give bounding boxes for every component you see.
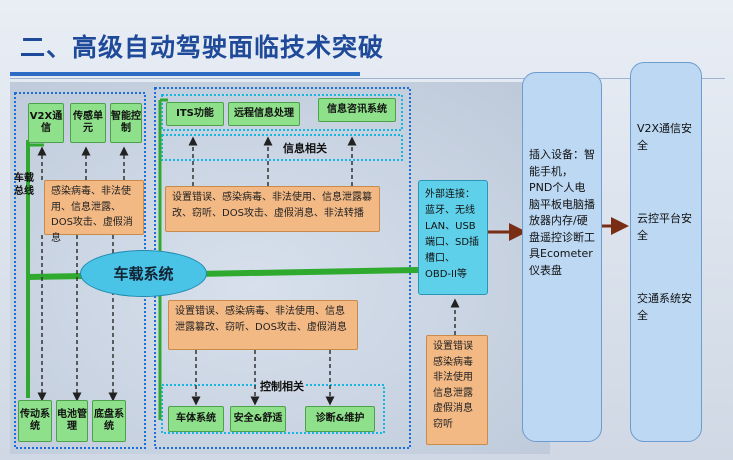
cloud-control-security-item: 云控平台安全 (637, 212, 692, 242)
safety-comfort-box: 安全&舒适 (230, 406, 286, 432)
sensor-unit-box: 传感单元 (70, 103, 106, 143)
threats-middle-box: 设置错误、感染病毒、非法使用、信息泄露篡改、窃听、DOS攻击、虚假消息 (168, 300, 358, 350)
body-system-box: 车体系统 (168, 406, 224, 432)
chassis-box: 底盘系统 (92, 400, 126, 442)
bus-label: 车载总线 (14, 173, 34, 197)
control-related-label: 控制相关 (258, 378, 306, 394)
traffic-system-security-item: 交通系统安全 (637, 292, 692, 322)
threats-external-box: 设置错误感染病毒非法使用信息泄露虚假消息窃听 (426, 335, 488, 445)
v2x-comm-box: V2X通信 (28, 103, 64, 143)
info-related-label: 信息相关 (283, 142, 327, 155)
title-underline (10, 72, 360, 76)
title-separator (10, 78, 725, 79)
threats-left-box: 感染病毒、非法使用、信息泄露、DOS攻击、虚假消息 (44, 180, 144, 244)
vehicle-system-ellipse: 车载系统 (80, 250, 207, 297)
devices-panel: 插入设备：智能手机，PND个人电脑平板电脑播放器内存/硬盘遥控诊断工具Ecome… (522, 72, 602, 442)
slide-title: 二、高级自动驾驶面临技术突破 (20, 33, 385, 62)
smart-control-box: 智能控制 (110, 103, 142, 143)
telematics-box: 远程信息处理 (228, 102, 300, 126)
security-panel: V2X通信安全 云控平台安全 交通系统安全 (630, 62, 702, 442)
infotainment-box: 信息咨讯系统 (318, 98, 396, 122)
external-connection-box: 外部连接：蓝牙、无线LAN、USB端口、SD插槽口、OBD-II等 (418, 180, 488, 295)
battery-mgmt-box: 电池管理 (56, 400, 88, 442)
threats-top-box: 设置错误、感染病毒、非法使用、信息泄露篡改、窃听、DOS攻击、虚假消息、非法转播 (165, 186, 380, 232)
its-function-box: ITS功能 (166, 102, 224, 126)
diagnosis-maintenance-box: 诊断&维护 (305, 406, 375, 432)
v2x-security-item: V2X通信安全 (637, 122, 693, 152)
transmission-box: 传动系统 (18, 400, 52, 442)
